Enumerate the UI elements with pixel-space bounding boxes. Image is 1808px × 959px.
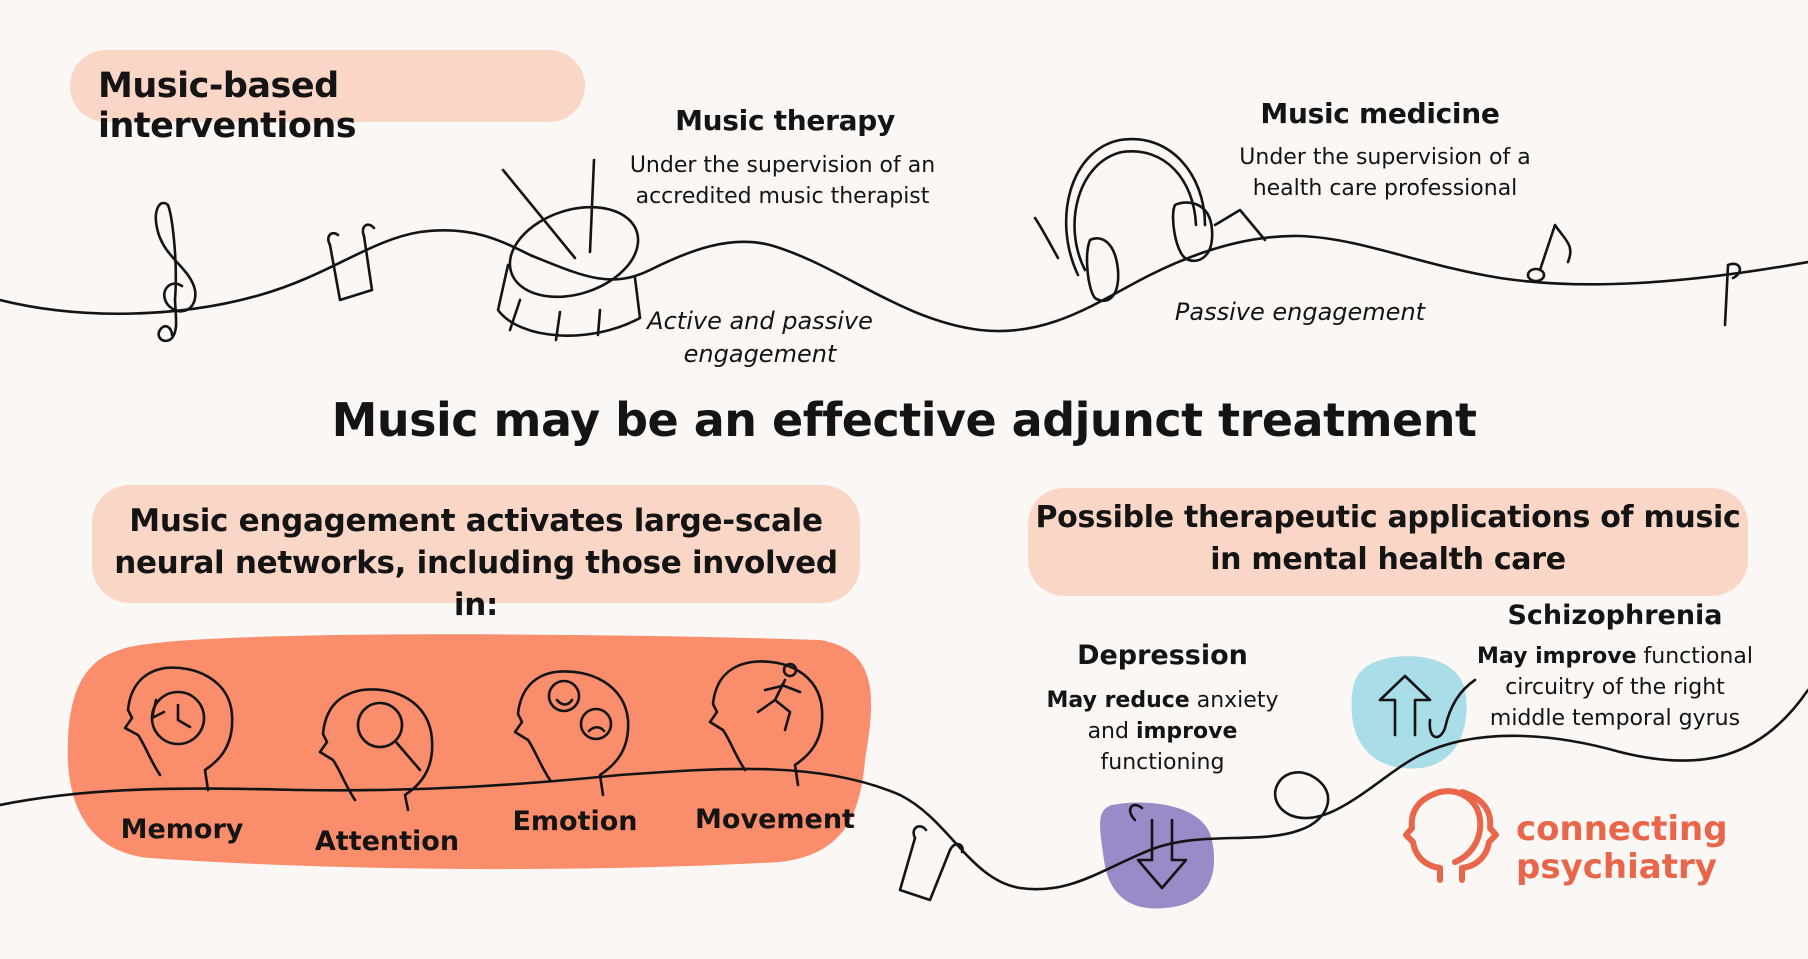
music-therapy-desc-line1: Under the supervision of an [629, 153, 936, 178]
music-medicine-desc-line2: health care professional [1252, 176, 1518, 201]
arrow-down-icon [1128, 803, 1188, 890]
network-label-emotion: Emotion [512, 806, 638, 837]
network-label-attention: Attention [314, 826, 460, 857]
depression-bold-reduce: May reduce [1046, 688, 1190, 713]
networks-heading-line1: Music engagement activates large-scale [129, 503, 823, 539]
music-note-bottom-icon [898, 825, 964, 902]
applications-heading: Possible therapeutic applications of mus… [1028, 497, 1748, 581]
networks-heading-blob [92, 485, 860, 603]
interventions-pill: Music-based interventions [70, 50, 585, 146]
schizophrenia-line2: circuitry of the right [1505, 675, 1725, 700]
applications-heading-line1: Possible therapeutic applications of mus… [1035, 500, 1741, 535]
depression-text: May reduce anxiety and improve functioni… [1030, 685, 1295, 778]
brand-logo-line2: psychiatry [1516, 847, 1717, 887]
depression-line3: functioning [1100, 750, 1225, 775]
applications-heading-line2: in mental health care [1210, 542, 1566, 577]
music-note-icon [327, 223, 376, 302]
music-therapy-engagement-line2: engagement [683, 340, 837, 368]
depression-bold-improve: improve [1135, 719, 1238, 744]
networks-heading-line2: neural networks, including those involve… [114, 545, 838, 623]
head-runner-icon [708, 660, 824, 787]
music-medicine-description: Under the supervision of a health care p… [1215, 142, 1555, 204]
head-faces-icon [513, 670, 630, 797]
schizophrenia-title: Schizophrenia [1507, 600, 1723, 631]
eighth-note-icon [1526, 223, 1572, 283]
bottom-wave-line [0, 688, 1808, 891]
music-medicine-title: Music medicine [1260, 97, 1500, 130]
music-medicine-desc-line1: Under the supervision of a [1239, 145, 1531, 170]
main-title: Music may be an effective adjunct treatm… [331, 393, 1477, 447]
treble-clef-icon [154, 201, 197, 343]
network-label-movement: Movement [695, 804, 855, 835]
music-therapy-title: Music therapy [675, 104, 895, 137]
depression-title: Depression [1077, 640, 1248, 671]
arrow-up-icon [1378, 674, 1477, 739]
music-therapy-engagement-line1: Active and passive [647, 307, 873, 335]
networks-heading: Music engagement activates large-scale n… [92, 500, 860, 626]
schizophrenia-text: May improve functional circuitry of the … [1470, 641, 1760, 734]
schizophrenia-line3: middle temporal gyrus [1489, 706, 1741, 731]
schizophrenia-bold-improve: May improve [1477, 644, 1637, 669]
network-label-memory: Memory [120, 814, 244, 845]
brand-logo-text: connecting psychiatry [1516, 810, 1736, 886]
networks-blob [67, 634, 872, 870]
depression-blob [1100, 802, 1215, 909]
headphones-icon [1033, 137, 1267, 303]
depression-line2-pre: and [1087, 719, 1136, 744]
head-magnifier-icon [318, 688, 434, 812]
top-wave-line [0, 228, 1808, 333]
line-end-curl [1723, 262, 1742, 327]
brand-logo-line1: connecting [1516, 809, 1728, 849]
music-therapy-engagement: Active and passive engagement [620, 305, 900, 371]
schizophrenia-blob [1351, 656, 1467, 769]
applications-heading-blob [1028, 488, 1748, 596]
drum-icon [496, 158, 642, 342]
schizophrenia-line1-rest: functional [1636, 644, 1753, 669]
interventions-label: Music-based interventions [98, 66, 357, 146]
connecting-heads-logo-icon [1403, 788, 1499, 883]
head-clock-icon [123, 666, 234, 792]
music-medicine-engagement: Passive engagement [1174, 298, 1426, 326]
music-therapy-desc-line2: accredited music therapist [635, 184, 930, 209]
music-therapy-description: Under the supervision of an accredited m… [600, 150, 965, 212]
depression-line1-rest: anxiety [1189, 688, 1279, 713]
